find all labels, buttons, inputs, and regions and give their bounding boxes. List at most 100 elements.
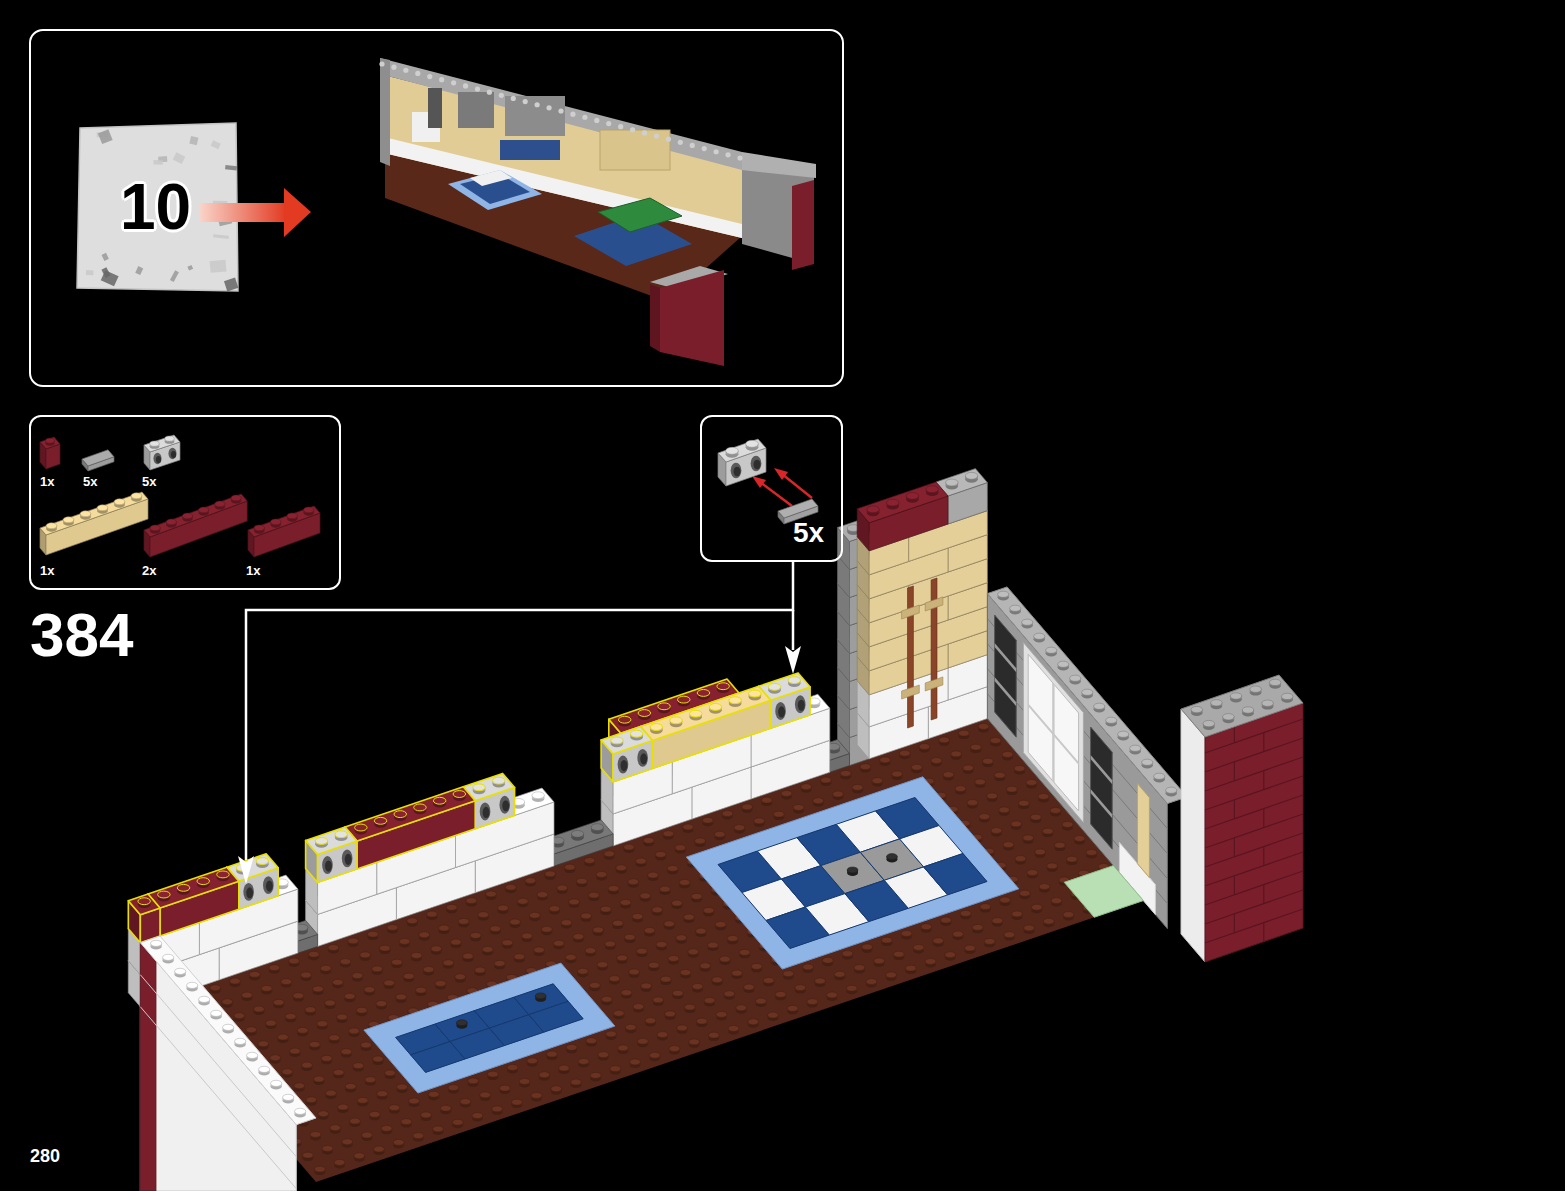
stud-top: [494, 960, 505, 966]
stud-top: [289, 958, 300, 964]
stud-top: [664, 921, 675, 927]
stud-top: [428, 1091, 439, 1097]
preview-stud: [714, 149, 719, 154]
stud-top: [648, 872, 659, 878]
stud-top: [222, 999, 233, 1005]
stud-top: [852, 784, 863, 790]
stud-top: [813, 798, 824, 804]
stud-top: [768, 1012, 779, 1018]
stud-top: [963, 765, 974, 771]
preview-stud: [487, 90, 492, 95]
stud-top: [696, 928, 707, 934]
stud-top: [618, 1045, 629, 1051]
stud-top: [448, 1085, 459, 1091]
stud-top: [150, 441, 159, 446]
stud-top: [665, 1011, 676, 1017]
stud-top: [569, 899, 580, 905]
stud-top: [330, 1125, 341, 1131]
stud-top: [746, 440, 759, 447]
stud-top: [793, 804, 804, 810]
preview-table: [598, 198, 682, 232]
stud-top: [314, 1076, 325, 1082]
stud-top: [234, 1013, 245, 1019]
stud-top: [396, 994, 407, 1000]
stud-top: [1054, 842, 1065, 848]
rug-tile: [529, 1001, 583, 1032]
stud-top: [557, 885, 568, 891]
stud-top: [433, 1126, 444, 1132]
stud-top: [199, 507, 209, 513]
bag-piece: [189, 136, 198, 145]
stud-top: [609, 976, 620, 982]
preview-shelf: [458, 92, 494, 128]
stud-top: [571, 1079, 582, 1085]
stud-top: [352, 973, 363, 979]
stud-top: [724, 991, 735, 997]
stud-top: [866, 979, 877, 985]
stud-top: [490, 926, 501, 932]
stud-top: [423, 966, 434, 972]
preview-stud: [582, 115, 587, 120]
stud-top: [783, 971, 794, 977]
stud-top: [1043, 918, 1054, 924]
stud-top: [446, 904, 457, 910]
stud-top: [397, 1084, 408, 1090]
stud-top: [645, 1018, 656, 1024]
stud-top: [1004, 932, 1015, 938]
bag-piece: [135, 266, 143, 275]
stud-top: [756, 998, 767, 1004]
stud-top: [593, 927, 604, 933]
stud-top: [344, 993, 355, 999]
stud-top: [965, 945, 976, 951]
preview-stud: [558, 108, 563, 113]
stud-top: [795, 985, 806, 991]
stud-top: [668, 955, 679, 961]
stud-top: [531, 1092, 542, 1098]
stud-top: [684, 914, 695, 920]
stud-top: [984, 938, 995, 944]
stud-top: [131, 493, 142, 499]
preview-stud: [702, 146, 707, 151]
stud-top: [249, 971, 260, 977]
pin-hole: [734, 467, 741, 477]
stud-top: [431, 946, 442, 952]
preview-brick-pillar-side: [650, 284, 660, 352]
stud-top: [46, 438, 55, 443]
stud-top: [703, 907, 714, 913]
preview-brick-pillar: [792, 180, 814, 270]
stud-top: [391, 959, 402, 965]
stud-top: [357, 1097, 368, 1103]
stud-top: [728, 1025, 739, 1031]
stud-top: [881, 937, 892, 943]
stud-top: [342, 1139, 353, 1145]
stud-top: [696, 1018, 707, 1024]
preview-stud: [451, 80, 456, 85]
stud-top: [230, 978, 241, 984]
stud-top: [573, 934, 584, 940]
stud-top: [281, 979, 292, 985]
preview-stud: [725, 152, 730, 157]
rug-center: [718, 798, 987, 949]
stud-top: [525, 878, 536, 884]
stud-top: [278, 1034, 289, 1040]
stud-top: [1015, 856, 1026, 862]
stud-top: [1003, 842, 1014, 848]
stud-top: [463, 953, 474, 959]
rug-center: [396, 984, 584, 1073]
stud-top: [466, 898, 477, 904]
rug-border: [364, 963, 615, 1093]
stud-top: [541, 926, 552, 932]
stud-top: [287, 513, 298, 519]
stud-top: [978, 723, 989, 729]
stud-top: [318, 1111, 329, 1117]
stud-top: [302, 1152, 313, 1158]
stud-top: [972, 924, 983, 930]
stud-top: [166, 519, 176, 525]
stud-top: [337, 1014, 348, 1020]
stud-top: [349, 1028, 360, 1034]
stud-top: [675, 845, 686, 851]
stud-top: [921, 924, 932, 930]
stud-top: [689, 1039, 700, 1045]
preview-cabinet: [600, 130, 670, 170]
stud-top: [655, 851, 666, 857]
